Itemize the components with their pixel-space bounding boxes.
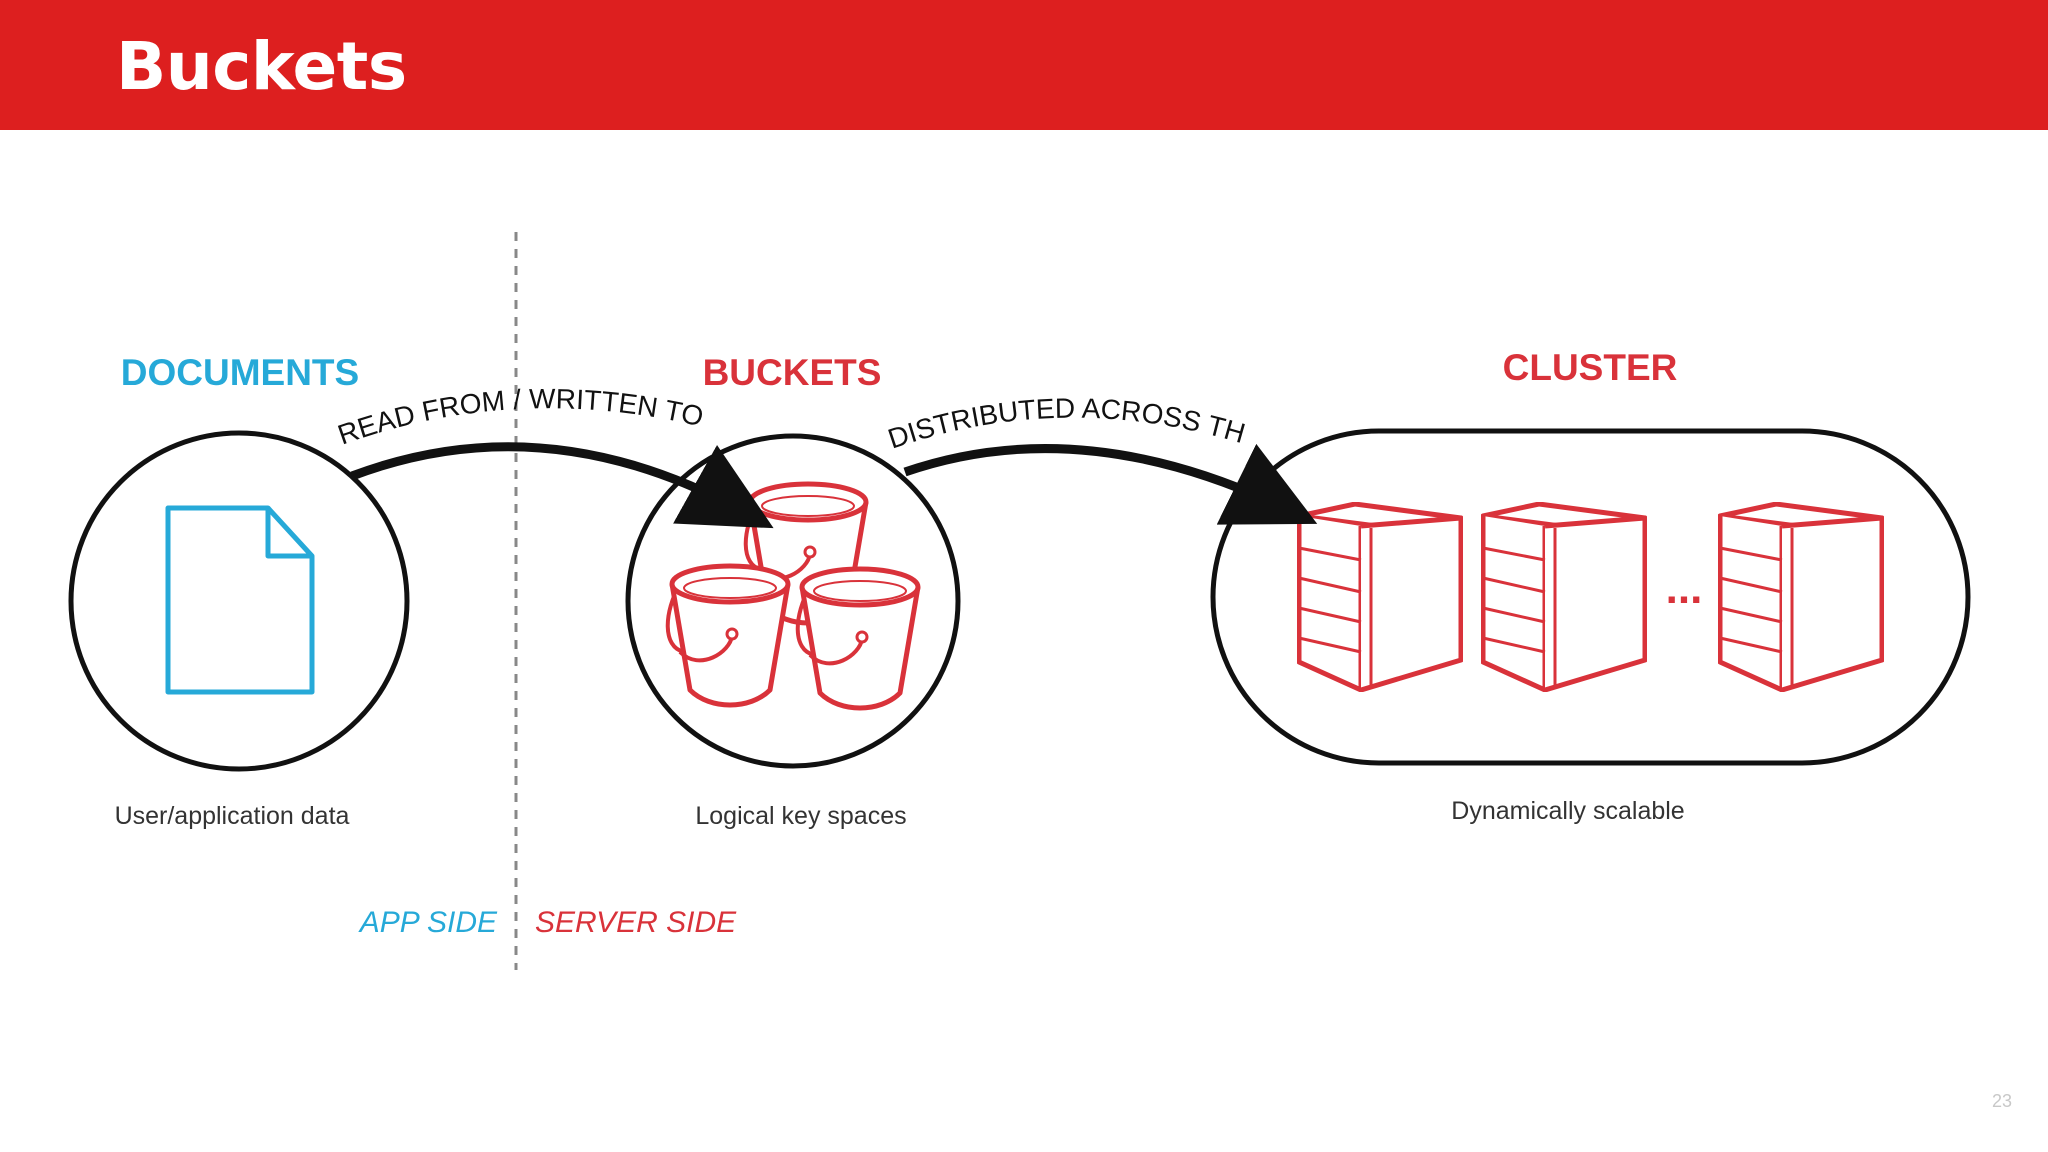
buckets-circle bbox=[625, 433, 961, 769]
cluster-label: CLUSTER bbox=[1503, 347, 1678, 388]
cluster-enclosure bbox=[1210, 428, 1971, 766]
buckets-label: BUCKETS bbox=[703, 352, 882, 393]
document-icon bbox=[165, 505, 315, 695]
app-side-label: APP SIDE bbox=[358, 906, 498, 939]
bucket-icon bbox=[668, 484, 918, 708]
title-bar: Buckets bbox=[0, 0, 2048, 130]
slide-title: Buckets bbox=[116, 28, 407, 105]
read-write-arrow bbox=[350, 442, 774, 529]
documents-label: DOCUMENTS bbox=[121, 352, 359, 393]
documents-caption: User/application data bbox=[115, 802, 350, 830]
server-ellipsis: ... bbox=[1666, 564, 1703, 613]
read-write-arrow-label: READ FROM / WRITTEN TO bbox=[334, 383, 706, 450]
page-number: 23 bbox=[1991, 1091, 2012, 1111]
distributed-arrow bbox=[903, 443, 1318, 525]
documents-circle bbox=[68, 430, 410, 772]
server-icon bbox=[1299, 504, 1882, 690]
cluster-caption: Dynamically scalable bbox=[1451, 797, 1684, 825]
buckets-caption: Logical key spaces bbox=[695, 802, 906, 830]
server-side-label: SERVER SIDE bbox=[535, 906, 737, 939]
